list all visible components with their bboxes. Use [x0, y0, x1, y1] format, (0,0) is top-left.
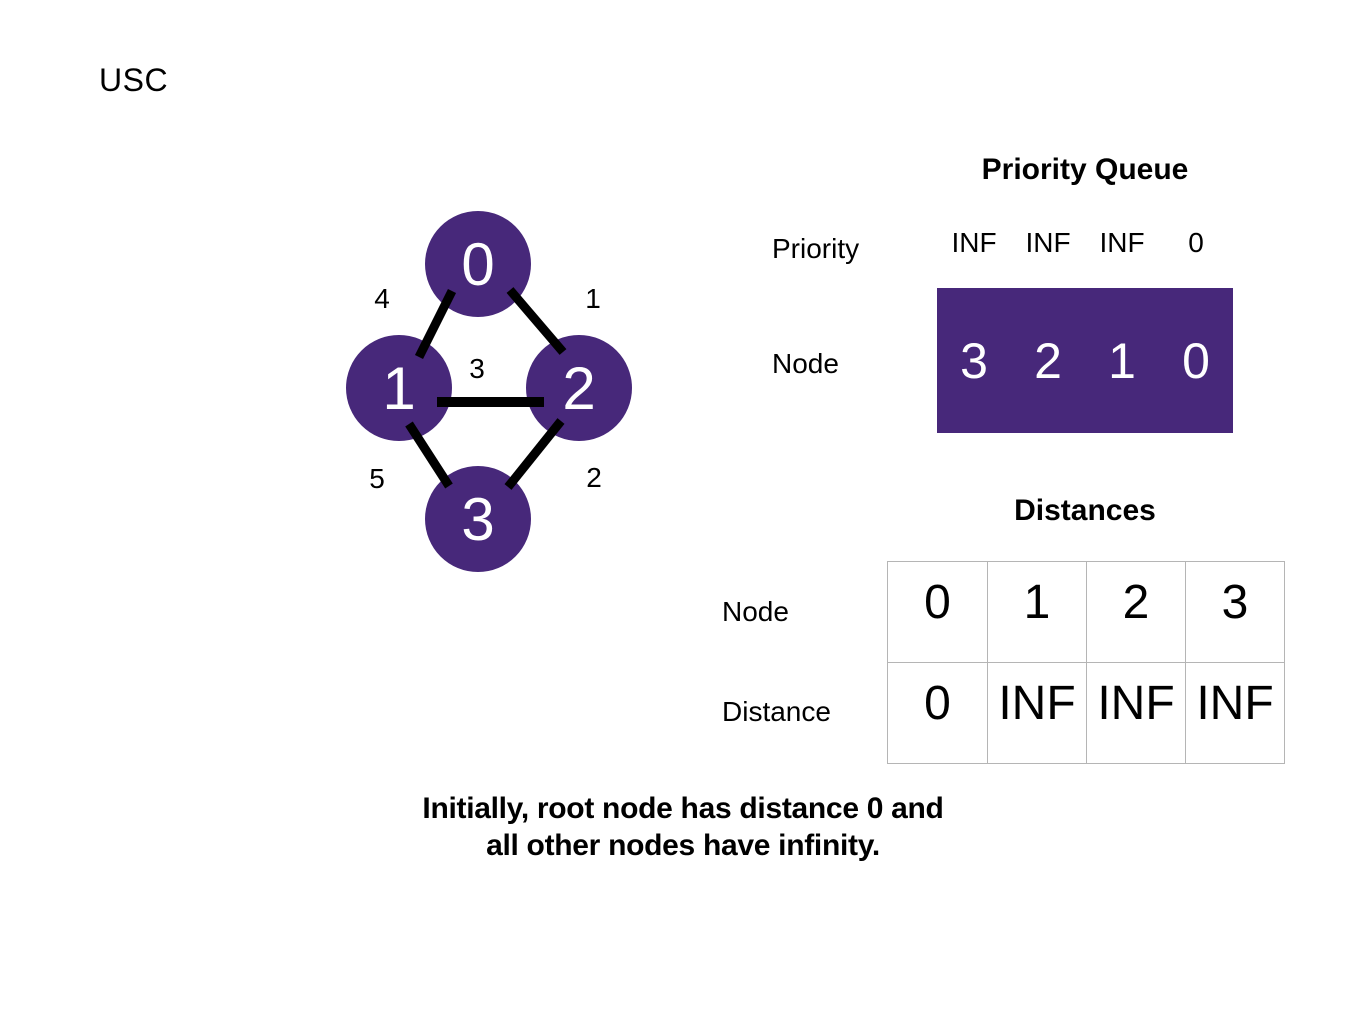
- distances-table: 0 1 2 3 0 INF INF INF: [887, 561, 1285, 764]
- graph-node-2-circle: [526, 335, 632, 441]
- graph-edge-1-3: [405, 421, 453, 489]
- pq-node-value-2: 1: [1108, 332, 1136, 389]
- caption: Initially, root node has distance 0 and …: [333, 790, 1033, 864]
- priority-queue-node-box: 3 2 1 0: [937, 288, 1233, 433]
- distances-value-cell-0: 0: [888, 662, 987, 763]
- priority-queue-title: Priority Queue: [981, 153, 1189, 186]
- distances-value-cell-1: INF: [987, 662, 1086, 763]
- edge-weight-1-2: 3: [469, 353, 485, 384]
- brand-logo-text: USC: [99, 62, 169, 98]
- edge-weight-1-3: 5: [369, 463, 385, 494]
- priority-row-label: Priority: [772, 233, 860, 264]
- priority-value-1: INF: [1025, 227, 1071, 258]
- caption-line-1: Initially, root node has distance 0 and: [422, 792, 944, 825]
- pq-node-value-0: 3: [960, 332, 988, 389]
- priority-value-3: 0: [1188, 227, 1204, 258]
- priority-value-0: INF: [951, 227, 997, 258]
- edge-weight-0-2: 1: [585, 283, 601, 314]
- edge-weight-0-1: 4: [374, 283, 390, 314]
- graph-node-3-circle: [425, 466, 531, 572]
- graph-node-0-label: 0: [461, 231, 494, 298]
- graph-edge-0-2: [506, 287, 567, 355]
- distances-node-cell-2: 2: [1086, 562, 1185, 662]
- graph-node-1-label: 1: [382, 355, 415, 422]
- graph-diagram: 0 1 2 3 4 1 3 5 2: [346, 211, 632, 572]
- graph-node-2-label: 2: [562, 355, 595, 422]
- graph-edge-0-1: [414, 288, 457, 360]
- distances-title: Distances: [1014, 494, 1156, 527]
- graph-node-3-label: 3: [461, 486, 494, 553]
- pq-node-value-1: 2: [1034, 332, 1062, 389]
- distances-node-cell-3: 3: [1185, 562, 1284, 662]
- graph-node-1-circle: [346, 335, 452, 441]
- distances-value-cell-2: INF: [1086, 662, 1185, 763]
- distances-distance-row-label: Distance: [722, 696, 831, 727]
- pq-node-row-label: Node: [772, 348, 839, 379]
- distances-node-cell-1: 1: [987, 562, 1086, 662]
- distances-node-cell-0: 0: [924, 575, 951, 629]
- distances-value-cell-3: INF: [1185, 662, 1284, 763]
- pq-node-value-3: 0: [1182, 332, 1210, 389]
- priority-values-row: INF INF INF 0: [937, 225, 1233, 261]
- edge-weight-2-3: 2: [586, 462, 602, 493]
- priority-value-2: INF: [1099, 227, 1145, 258]
- graph-node-0-circle: [425, 211, 531, 317]
- graph-edge-2-3: [504, 418, 565, 490]
- distances-node-row-label: Node: [722, 596, 789, 627]
- caption-line-2: all other nodes have infinity.: [486, 829, 880, 862]
